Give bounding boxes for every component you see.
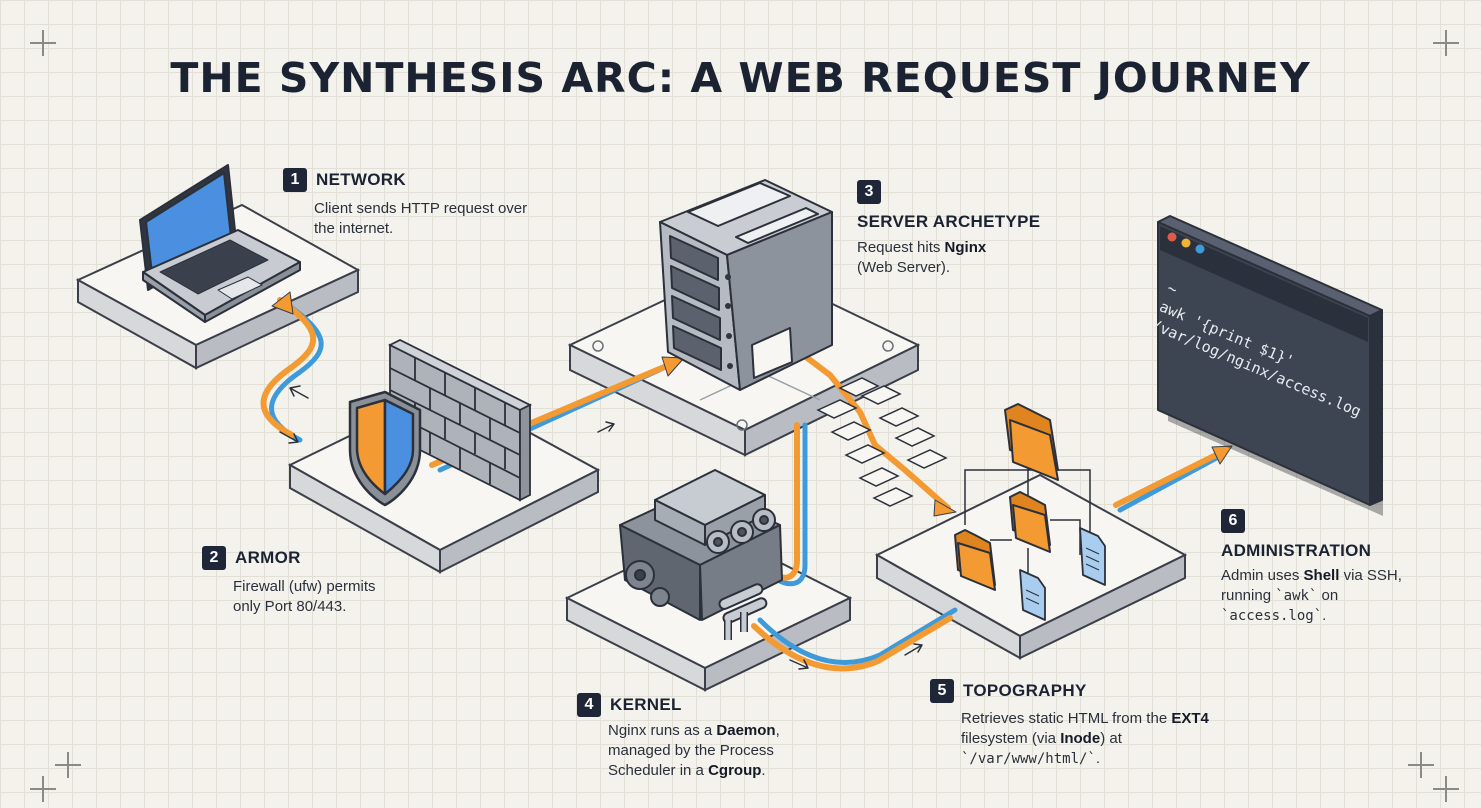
step-title: NETWORK	[316, 170, 406, 189]
corner-crosshair-bottom-left	[30, 776, 56, 802]
step-title: ARMOR	[235, 548, 301, 567]
step-title: KERNEL	[610, 695, 682, 714]
cgroup-term: Cgroup	[708, 762, 762, 779]
step-title: TOPOGRAPHY	[963, 681, 1087, 700]
page-title: THE SYNTHESIS ARC: A WEB REQUEST JOURNEY	[170, 54, 1311, 102]
corner-crosshair-top-right	[1433, 30, 1459, 56]
crosshair-bottom-right-inner	[1408, 752, 1434, 778]
filesystem-platform	[874, 473, 1188, 660]
server-tower-icon	[659, 179, 833, 391]
crosshair-bottom-left-inner	[55, 752, 81, 778]
laptop-icon	[139, 164, 301, 323]
firewall-shield-icon	[348, 390, 422, 507]
nginx-term: Nginx	[944, 239, 987, 256]
step-topography: 5 TOPOGRAPHY Retrieves static HTML from …	[930, 679, 1220, 769]
daemon-term: Daemon	[716, 722, 776, 739]
step-description: Admin uses Shell via SSH, running `awk` …	[1221, 567, 1402, 624]
brick-wall-icon	[387, 338, 533, 502]
folder-icon	[954, 403, 1059, 591]
step-description: Client sends HTTP request over the inter…	[314, 200, 528, 237]
step-administration: 6 ADMINISTRATION Admin uses Shell via SS…	[1221, 509, 1436, 626]
step-title: ADMINISTRATION	[1221, 541, 1372, 560]
step-kernel: 4 KERNEL Nginx runs as a Daemon, managed…	[577, 693, 817, 781]
ext4-term: EXT4	[1171, 710, 1209, 727]
step-number-badge: 5	[930, 679, 954, 703]
path-code: `/var/www/html/`	[961, 751, 1096, 767]
step-armor: 2 ARMOR Firewall (ufw) permits only Port…	[202, 546, 402, 617]
step-number-badge: 3	[857, 180, 881, 204]
corner-crosshair-bottom-right	[1433, 776, 1459, 802]
shell-term: Shell	[1303, 567, 1340, 584]
step-description: Retrieves static HTML from the EXT4 file…	[961, 710, 1209, 767]
document-icon	[1019, 527, 1106, 621]
step-number-badge: 6	[1221, 509, 1245, 533]
stair-steps	[816, 377, 948, 507]
step-description: Firewall (ufw) permits only Port 80/443.	[233, 578, 376, 615]
terminal-window-icon	[1157, 215, 1383, 516]
engine-daemon-icon	[619, 469, 783, 640]
access-log-code: `access.log`	[1221, 608, 1323, 624]
step-number-badge: 1	[283, 168, 307, 192]
awk-code: `awk`	[1275, 588, 1318, 604]
step-number-badge: 2	[202, 546, 226, 570]
step-server-archetype: 3 SERVER ARCHETYPE Request hits Nginx(We…	[857, 180, 1087, 278]
step-network: 1 NETWORK Client sends HTTP request over…	[283, 168, 533, 239]
step-description: Nginx runs as a Daemon, managed by the P…	[608, 722, 780, 779]
step-description: Request hits Nginx(Web Server).	[857, 239, 987, 276]
inode-term: Inode	[1060, 730, 1101, 747]
step-title: SERVER ARCHETYPE	[857, 212, 1041, 231]
corner-crosshair-top-left	[30, 30, 56, 56]
step-number-badge: 4	[577, 693, 601, 717]
